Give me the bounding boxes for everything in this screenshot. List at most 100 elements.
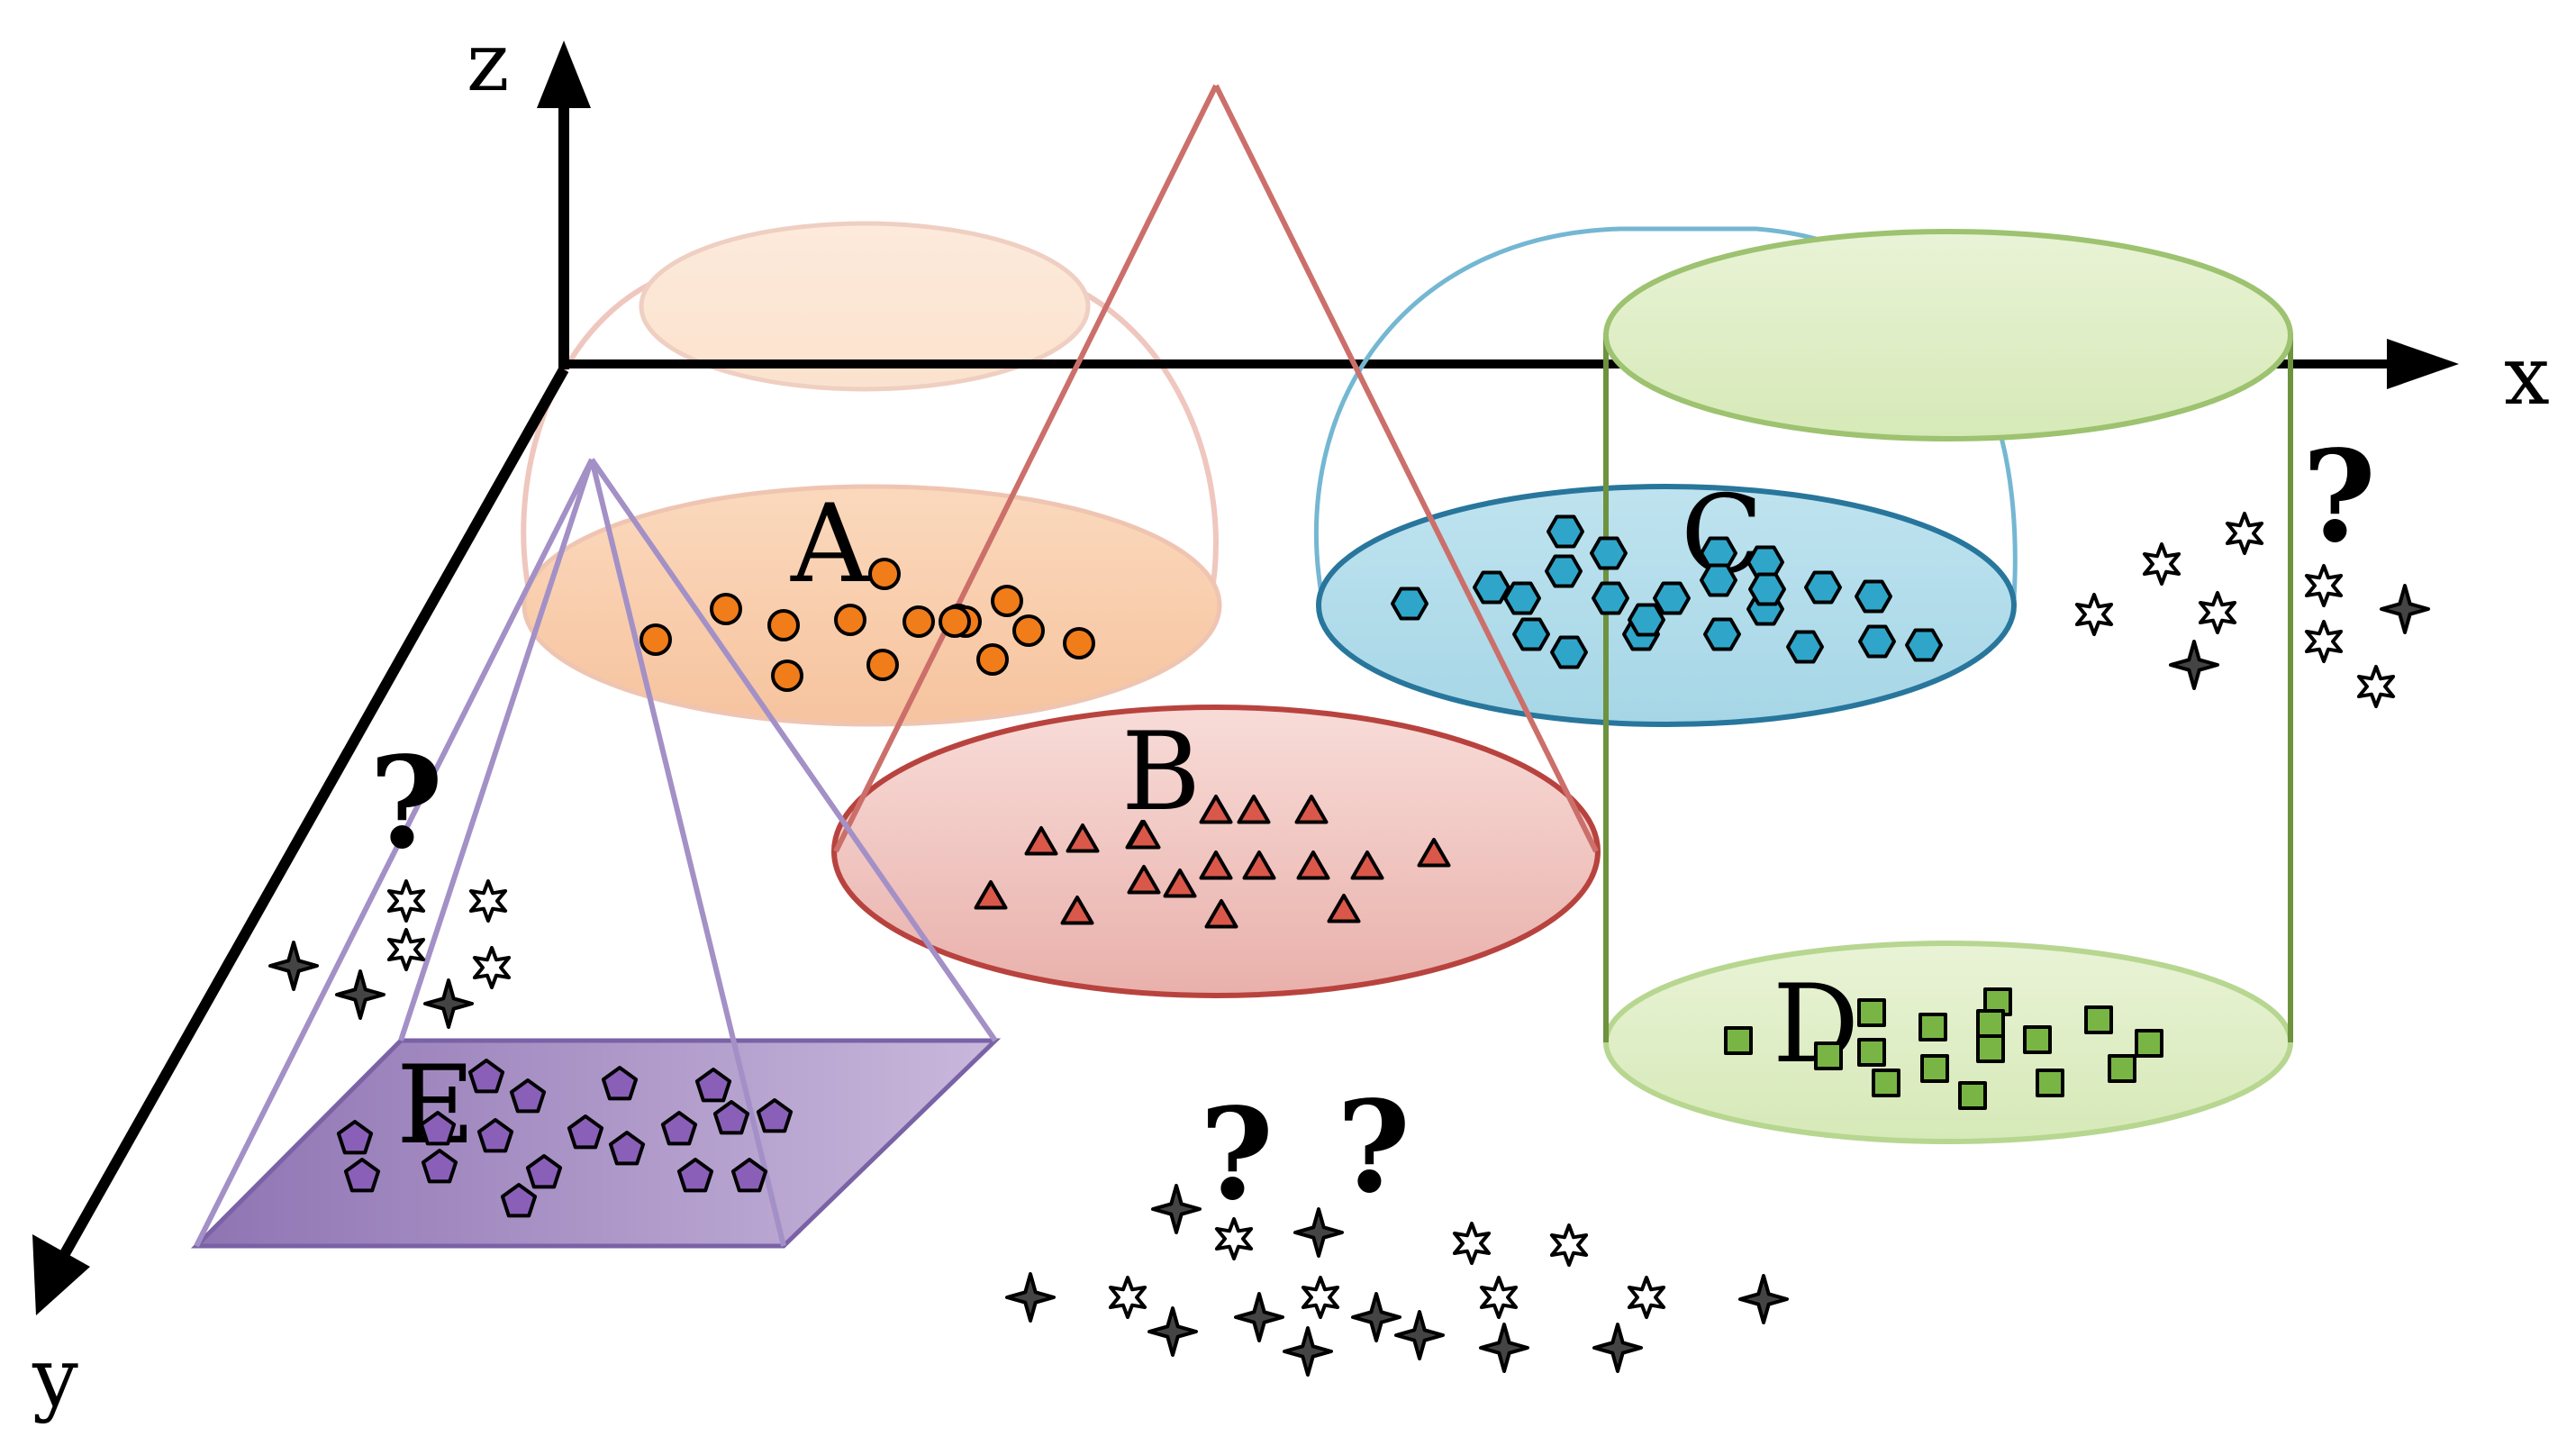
cluster-b-point bbox=[1199, 795, 1233, 824]
unknown-sparkle-point bbox=[1151, 1184, 1202, 1234]
cluster-b-point bbox=[1163, 869, 1197, 898]
cluster-d-point bbox=[1724, 1026, 1753, 1055]
cluster-a-point bbox=[868, 558, 901, 590]
cluster-d-points bbox=[1724, 987, 2163, 1110]
cluster-d-point bbox=[2108, 1054, 2136, 1083]
cluster-a-point bbox=[639, 623, 672, 656]
cluster-d-point bbox=[1814, 1041, 1843, 1070]
unknown-star-point bbox=[1452, 1222, 1492, 1265]
cluster-c-point bbox=[1550, 635, 1588, 669]
cluster-c-point bbox=[1503, 581, 1541, 615]
cluster-a-point bbox=[771, 659, 803, 692]
cluster-e-point bbox=[421, 1149, 458, 1184]
cluster-c-point bbox=[1786, 630, 1824, 664]
cluster-e-edge-4 bbox=[589, 459, 786, 1247]
unknown-sparkle-point bbox=[423, 978, 474, 1029]
cluster-b-point bbox=[1237, 795, 1271, 824]
cluster-a-point bbox=[710, 593, 742, 625]
cluster-a-point bbox=[767, 609, 800, 641]
x-axis-arrowhead bbox=[2387, 339, 2459, 389]
cluster-e-point bbox=[608, 1131, 646, 1166]
cluster-c-point bbox=[1545, 554, 1583, 588]
cluster-c-point bbox=[1592, 581, 1629, 615]
cluster-b-label: B bbox=[1121, 710, 1201, 835]
cluster-a-point bbox=[866, 649, 899, 681]
cluster-d-point bbox=[1857, 1038, 1886, 1067]
unknown-star-point bbox=[1301, 1276, 1340, 1319]
cluster-d-point bbox=[1976, 1034, 2005, 1063]
cluster-a-point bbox=[976, 643, 1009, 676]
cluster-a-point bbox=[991, 585, 1023, 617]
question-mark: ? bbox=[1337, 1074, 1410, 1222]
cluster-d-point bbox=[1976, 1009, 2005, 1038]
cluster-b-point bbox=[974, 880, 1008, 910]
cluster-e-edge-1 bbox=[194, 458, 594, 1248]
cluster-c-point bbox=[1855, 579, 1892, 614]
cluster-c-point bbox=[1628, 603, 1665, 637]
cluster-d-point bbox=[1918, 1013, 1947, 1041]
cluster-e-point bbox=[509, 1078, 547, 1114]
cluster-c-points bbox=[1391, 514, 1943, 669]
cluster-e-point bbox=[567, 1114, 604, 1150]
cluster-d-point bbox=[1857, 998, 1886, 1027]
question-mark: ? bbox=[1200, 1081, 1274, 1229]
cluster-e-point bbox=[467, 1059, 505, 1094]
cluster-a-point bbox=[939, 605, 971, 638]
unknown-star-point bbox=[1627, 1276, 1666, 1319]
cluster-c-point bbox=[1391, 587, 1429, 621]
cluster-d-point bbox=[1958, 1081, 1987, 1110]
cluster-e-point bbox=[419, 1111, 457, 1146]
unknown-sparkle-point bbox=[1351, 1292, 1401, 1342]
cluster-e-point bbox=[694, 1068, 732, 1103]
cluster-b-point bbox=[1294, 795, 1329, 824]
unknown-sparkle-point bbox=[1005, 1272, 1056, 1323]
cluster-b-point bbox=[1296, 850, 1330, 880]
unknown-star-point bbox=[1108, 1276, 1147, 1319]
unknown-star-point bbox=[2304, 564, 2344, 607]
cluster-e-label: E bbox=[396, 1043, 476, 1169]
cluster-e-point bbox=[343, 1158, 381, 1193]
cluster-d-point bbox=[2036, 1069, 2064, 1097]
cluster-a-point bbox=[1063, 627, 1095, 659]
cluster-b-point bbox=[1066, 823, 1100, 853]
unknown-star-point bbox=[2225, 512, 2264, 555]
cluster-a-points bbox=[639, 558, 1095, 692]
cluster-b-point bbox=[1242, 850, 1276, 880]
cluster-b-point bbox=[1350, 850, 1384, 880]
cluster-c-point bbox=[1748, 572, 1786, 606]
unknown-sparkle-point bbox=[335, 969, 385, 1020]
cluster-b-point bbox=[1417, 838, 1451, 868]
unknown-sparkle-point bbox=[268, 941, 319, 991]
unknown-group-bottom: ? ? bbox=[1200, 1074, 1410, 1229]
unknown-star-point bbox=[468, 879, 508, 923]
cluster-b-point bbox=[1024, 826, 1058, 856]
cluster-d-point bbox=[1872, 1069, 1900, 1097]
cluster-b-point bbox=[1199, 850, 1233, 880]
cluster-a-label: A bbox=[790, 482, 870, 607]
y-axis bbox=[58, 367, 569, 1260]
unknown-star-point bbox=[386, 879, 426, 923]
unknown-star-point bbox=[2074, 593, 2114, 636]
cluster-e-point bbox=[525, 1154, 563, 1189]
cluster-a-point bbox=[903, 605, 935, 638]
cluster-e-edge-2 bbox=[398, 459, 594, 1041]
question-mark: ? bbox=[369, 730, 443, 878]
unknown-sparkle-point bbox=[1234, 1292, 1284, 1342]
cluster-b-left-edge bbox=[833, 84, 1219, 853]
unknown-star-point bbox=[2356, 665, 2396, 708]
cluster-e-point bbox=[336, 1120, 374, 1155]
cluster-e-point bbox=[756, 1098, 794, 1133]
cluster-d-cylinder bbox=[1603, 229, 2293, 1144]
cluster-e-point bbox=[730, 1158, 768, 1193]
unknown-star-point bbox=[2142, 542, 2181, 586]
unknown-sparkle-point bbox=[2380, 584, 2430, 634]
cluster-a-top-disk bbox=[639, 221, 1091, 392]
z-axis-arrowhead bbox=[537, 41, 591, 108]
unknown-sparkle-point bbox=[1293, 1207, 1344, 1258]
cluster-b-points bbox=[974, 795, 1451, 929]
cluster-b-point bbox=[1327, 894, 1361, 923]
cluster-e-point bbox=[500, 1183, 538, 1218]
cluster-b-right-edge bbox=[1213, 84, 1599, 853]
cluster-c-point bbox=[1547, 514, 1584, 549]
unknown-star-point bbox=[1214, 1217, 1254, 1260]
